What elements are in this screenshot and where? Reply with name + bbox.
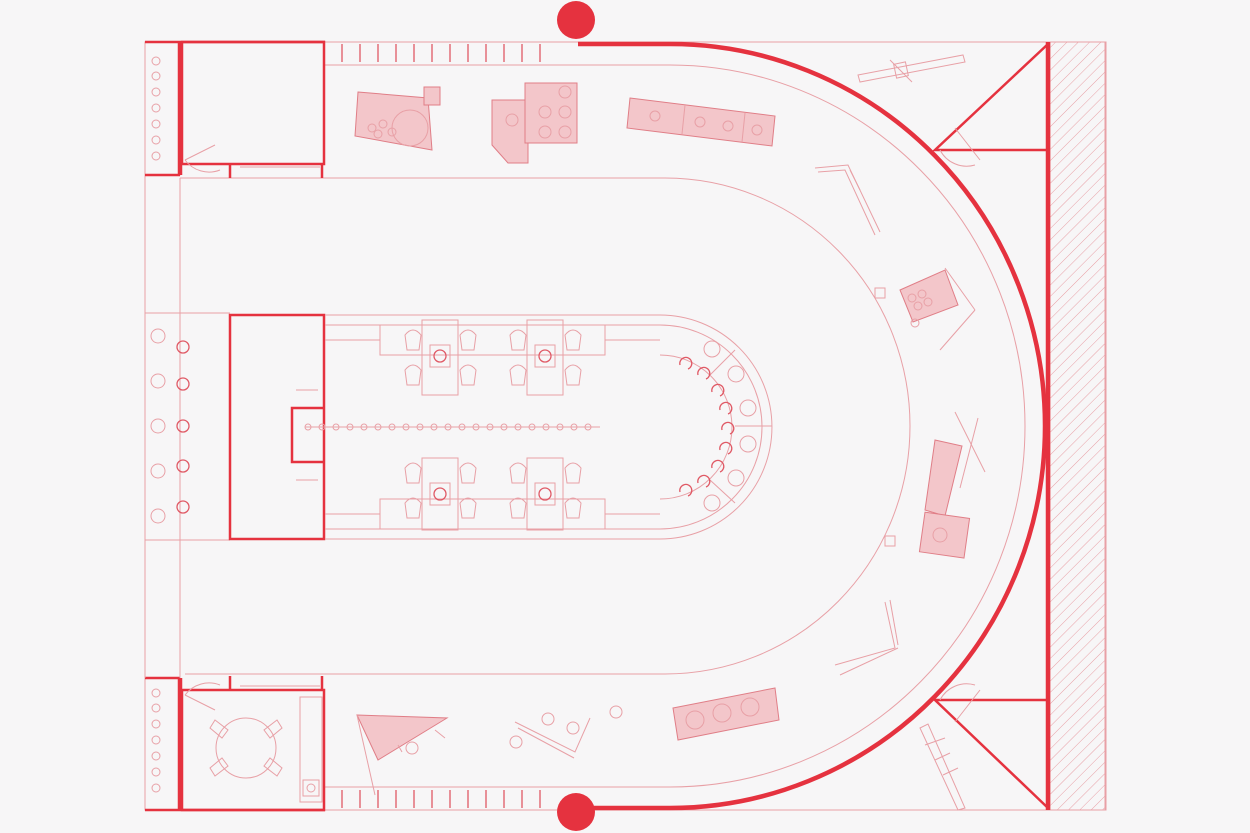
chair-icon — [404, 329, 477, 386]
entrance-marker-bottom — [557, 793, 595, 831]
display-unit-2 — [491, 82, 578, 164]
corner-triangle-top-detail — [939, 127, 981, 167]
stool-icon — [176, 340, 190, 514]
wall-panel-4 — [509, 705, 623, 759]
stair-treads-bottom — [341, 790, 541, 808]
dining-table-3 — [404, 457, 477, 531]
curved-inner-line — [325, 64, 1026, 788]
display-unit-3 — [626, 97, 776, 147]
wall-panel-1 — [814, 164, 881, 236]
central-counter — [304, 314, 773, 540]
stool-icon — [679, 356, 735, 497]
top-left-room — [144, 40, 326, 179]
curved-outer-wall — [578, 41, 1048, 811]
bottom-left-room — [144, 676, 326, 812]
chair-icon — [404, 462, 477, 519]
display-unit-1 — [354, 86, 441, 151]
wall-panel-5 — [919, 723, 966, 811]
chair-icon — [509, 462, 582, 519]
column-marker-icon — [304, 423, 592, 431]
left-mid-strip — [144, 178, 230, 678]
entrance-marker-top — [557, 1, 595, 39]
corner-triangle-bottom — [931, 698, 1049, 809]
dining-table-1 — [404, 319, 477, 396]
column-marker-icon — [151, 688, 161, 793]
wall-panel-3 — [834, 599, 899, 676]
dining-table-4 — [509, 457, 582, 531]
exterior-hatch — [1049, 41, 1107, 811]
inner-u-line — [185, 177, 911, 675]
corner-triangle-top — [931, 43, 1049, 152]
wall-panel-2 — [857, 54, 966, 83]
table-icon — [209, 717, 283, 779]
display-unit-5 — [884, 411, 986, 559]
chair-icon — [509, 329, 582, 386]
dining-table-2 — [509, 319, 582, 396]
display-unit-6 — [672, 687, 780, 741]
display-unit-7 — [356, 714, 449, 796]
display-unit-4 — [874, 267, 976, 351]
stair-treads-top — [341, 44, 541, 62]
site-boundary — [144, 41, 1106, 811]
corner-triangle-bottom-detail — [939, 683, 981, 723]
column-marker-icon — [151, 56, 161, 161]
